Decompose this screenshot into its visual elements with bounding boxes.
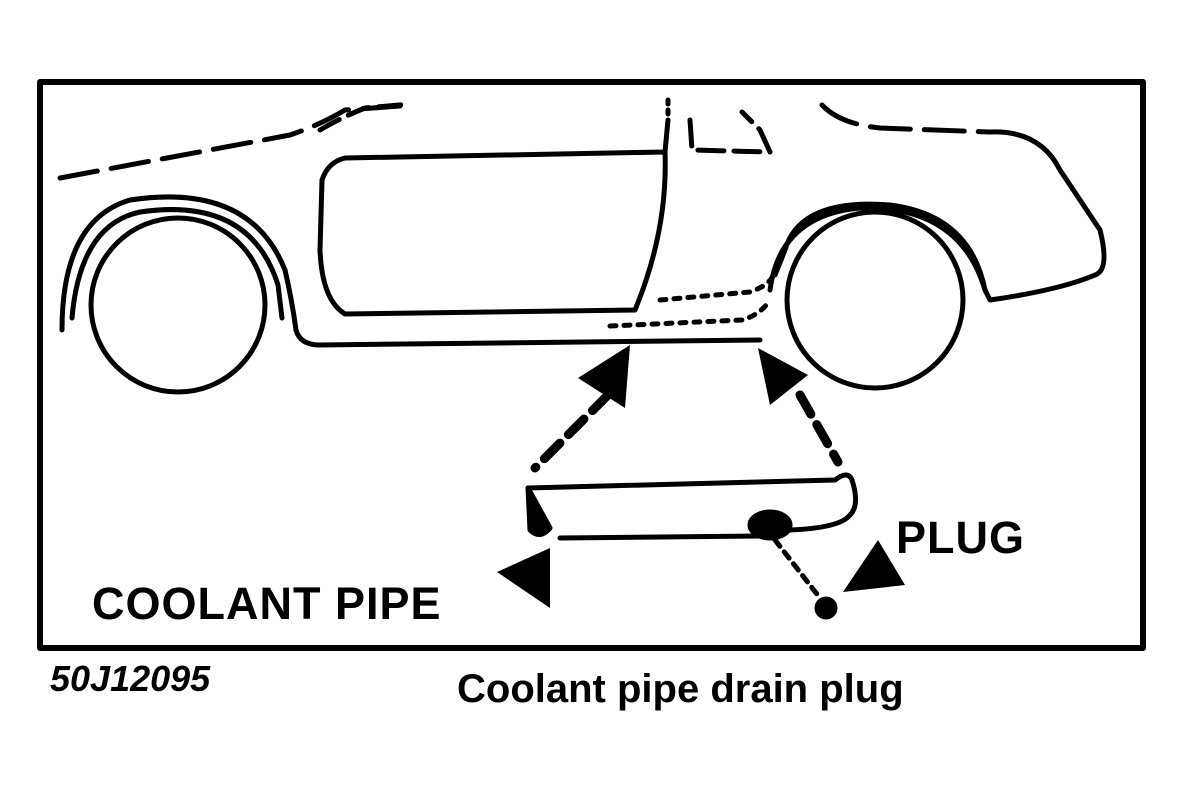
leader-left (530, 390, 613, 473)
plug-label: PLUG (896, 512, 1026, 563)
pipe-end (525, 485, 553, 537)
figure-caption: Coolant pipe drain plug (457, 667, 904, 711)
leader-lines (530, 345, 843, 473)
front-wheel (88, 215, 268, 395)
car-outline (57, 97, 1107, 348)
pipe-lower (557, 533, 763, 541)
rear-wheel (784, 209, 966, 391)
pipe-upper (525, 472, 858, 533)
plug-pointer (843, 540, 905, 592)
door-opening (317, 117, 671, 317)
rear-wheel-arch (767, 205, 988, 293)
front-wheel-arch (59, 194, 299, 333)
coolant-pipe-pointer (497, 548, 550, 608)
front-wheel-arch-inner (69, 207, 285, 321)
drain-plug (814, 596, 838, 620)
coolant-pipe-label: COOLANT PIPE (92, 578, 442, 629)
figure-id: 50J12095 (50, 658, 211, 699)
rear-body (772, 129, 1107, 303)
coolant-pipe-detail (525, 472, 858, 620)
plug-leader (772, 537, 823, 601)
drain-fitting (747, 509, 793, 541)
rear-window (687, 109, 773, 155)
leader-right (795, 390, 843, 467)
roof-rear (819, 102, 993, 135)
arrowhead-left (578, 345, 630, 408)
arrowhead-right (758, 348, 808, 405)
rocker-line (293, 327, 763, 348)
pipe-route-dotted-2 (607, 297, 773, 329)
hood-line (57, 103, 403, 181)
windshield-line (317, 101, 413, 133)
diagram-frame (37, 79, 1146, 651)
pipe-route-dotted (657, 272, 776, 303)
